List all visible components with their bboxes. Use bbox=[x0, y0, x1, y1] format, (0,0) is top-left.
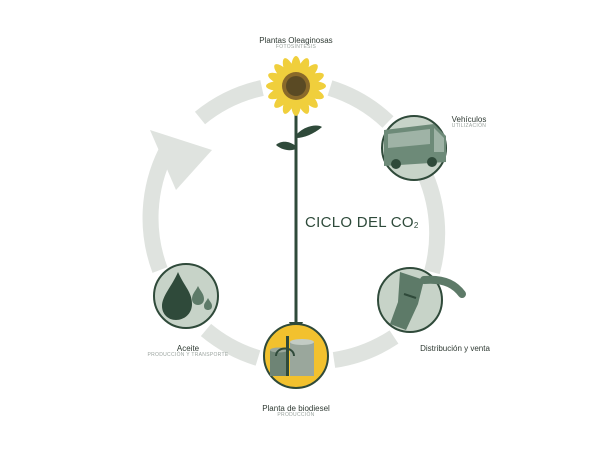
ring-segment-top-left bbox=[194, 80, 264, 125]
oil-drops-icon bbox=[162, 272, 212, 320]
cycle-title-subscript: 2 bbox=[413, 221, 419, 230]
ring-segment-plants-to-vehicles bbox=[327, 80, 394, 128]
oil-node bbox=[153, 263, 219, 329]
distribution-label: Distribución y venta bbox=[400, 344, 510, 353]
ring-segment-vehicles-to-distribution bbox=[415, 166, 446, 275]
cycle-arrowhead bbox=[150, 130, 212, 190]
plants-subtitle: FOTOSÍNTESIS bbox=[275, 44, 317, 51]
plants-label: Plantas Oleaginosas FOTOSÍNTESIS bbox=[230, 36, 362, 51]
sunflower-icon bbox=[266, 56, 326, 116]
biodiesel-node bbox=[263, 323, 329, 389]
ring-segment-distribution-to-biodiesel bbox=[332, 330, 399, 368]
distribution-node bbox=[377, 267, 466, 333]
fuel-nozzle-icon bbox=[390, 272, 466, 330]
oil-label: Aceite PRODUCCIÓN Y TRANSPORTE bbox=[138, 344, 238, 359]
biodiesel-title: Planta de biodiesel bbox=[262, 404, 330, 413]
oil-subtitle: PRODUCCIÓN Y TRANSPORTE bbox=[147, 352, 229, 359]
bus-icon bbox=[384, 124, 446, 169]
plants-title: Plantas Oleaginosas bbox=[259, 36, 333, 45]
vehicles-subtitle: UTILIZACIÓN bbox=[451, 123, 487, 130]
cycle-title: CICLO DEL CO2 bbox=[305, 214, 419, 231]
vehicles-title: Vehículos bbox=[451, 115, 487, 124]
cycle-ring bbox=[142, 80, 446, 368]
biodiesel-label: Planta de biodiesel PRODUCCIÓN bbox=[240, 404, 352, 419]
oil-title: Aceite bbox=[176, 344, 200, 353]
factory-tanks-icon bbox=[270, 336, 314, 376]
cycle-title-main: CICLO DEL CO bbox=[305, 214, 414, 231]
vehicles-node bbox=[381, 115, 447, 181]
distribution-title: Distribución y venta bbox=[420, 344, 490, 353]
biodiesel-subtitle: PRODUCCIÓN bbox=[277, 412, 315, 419]
ring-segment-oil-to-plants bbox=[142, 148, 174, 273]
vehicles-label: Vehículos UTILIZACIÓN bbox=[438, 115, 500, 130]
ring-segment-biodiesel-to-oil bbox=[200, 323, 261, 366]
